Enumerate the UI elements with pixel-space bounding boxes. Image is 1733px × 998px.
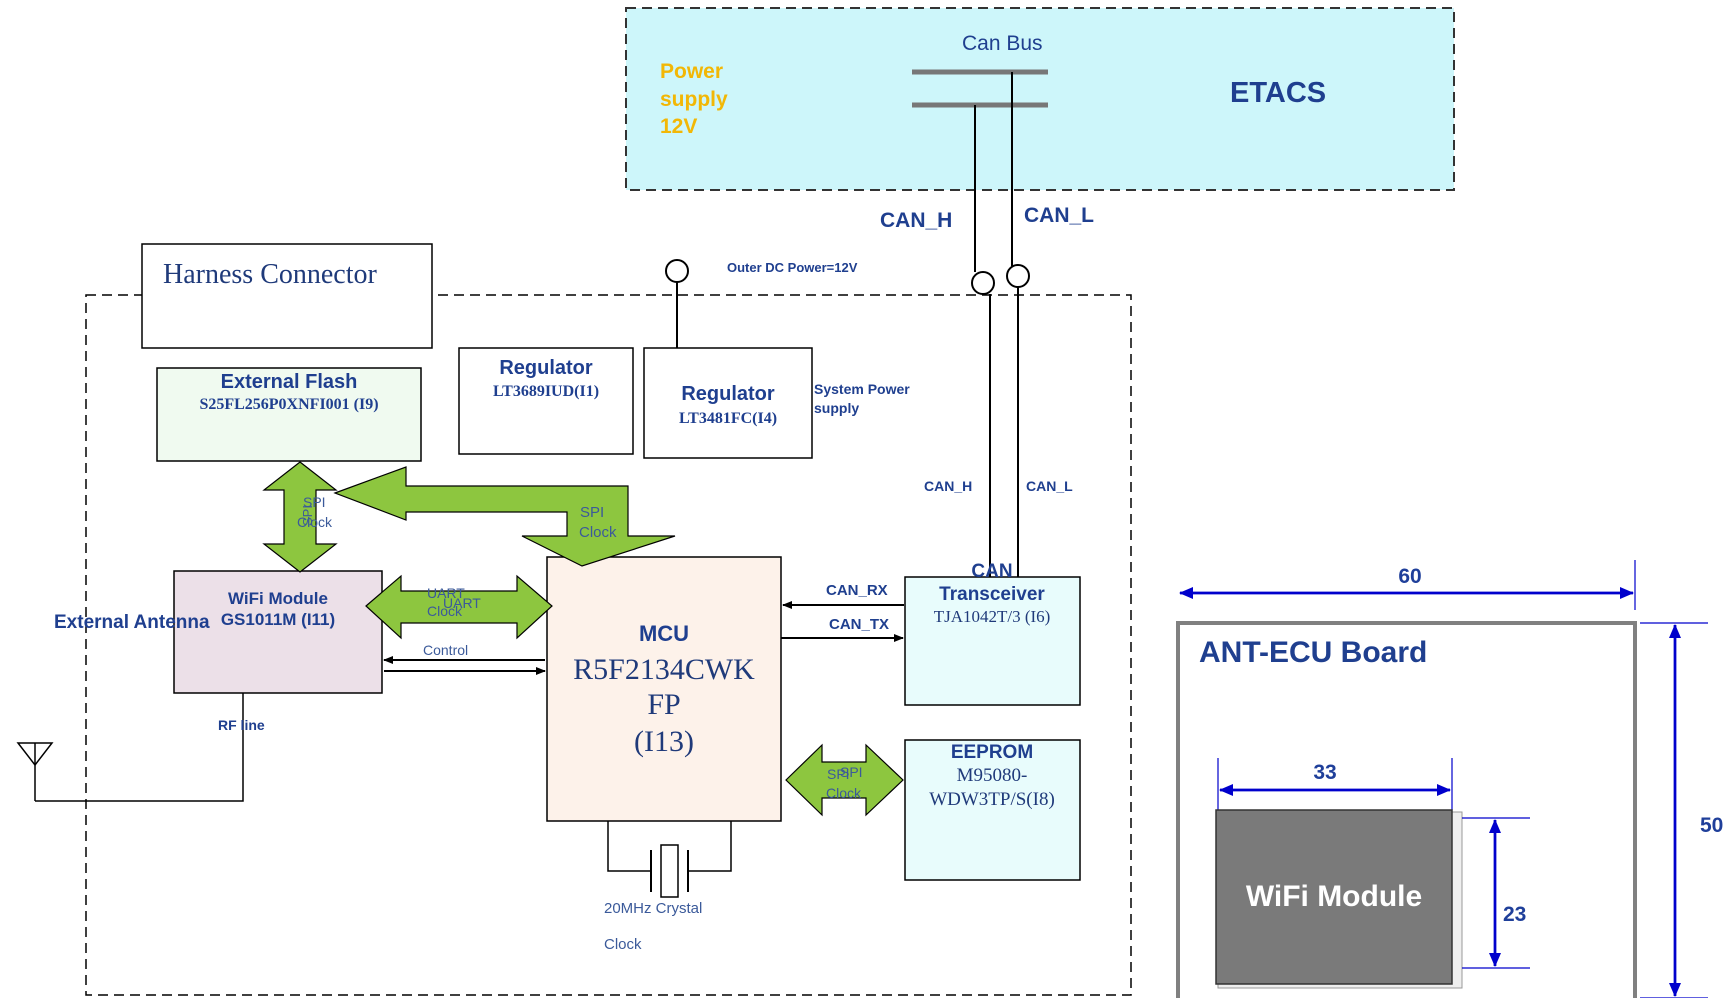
- board-width-label: 60: [1398, 565, 1421, 588]
- can-rxtx-lines: CAN_RX CAN_TX: [781, 582, 904, 642]
- harness-connector: Harness Connector: [141, 243, 433, 349]
- wifi-module-block: WiFi Module GS1011M (I11): [173, 570, 383, 694]
- regulator-2-box: [643, 347, 813, 459]
- antenna: RF line External Antenna: [16, 612, 265, 802]
- wifi-module-title: WiFi Module: [228, 589, 328, 608]
- harness-connector-box: [141, 243, 433, 349]
- uart-arrow: UART UART Clock: [365, 574, 553, 640]
- wifi-module-part: GS1011M (I11): [221, 610, 335, 629]
- can-l-outer-label: CAN_L: [1024, 204, 1094, 227]
- crystal-label-1: 20MHz Crystal: [604, 900, 702, 917]
- regulator-1-block: Regulator LT3689IUD(I1): [458, 347, 634, 455]
- mcu-part-line-2: FP: [647, 688, 680, 721]
- spi-eeprom-double-arrow: [785, 743, 904, 817]
- can-bus-label: Can Bus: [962, 32, 1043, 55]
- can-transceiver-block: CAN Transceiver TJA1042T/3 (I6): [904, 561, 1081, 706]
- external-flash-block: External Flash S25FL256P0XNFI001 (I9): [156, 367, 422, 462]
- eeprom-box: [904, 739, 1081, 881]
- spi-eeprom-label-2: Clock: [826, 785, 862, 801]
- spi-mcu-label-1: SPI: [580, 504, 604, 521]
- mcu-part-line-3: (I13): [634, 725, 694, 758]
- outer-dc-power: Outer DC Power=12V: [665, 259, 858, 348]
- etacs-box: [625, 7, 1455, 191]
- harness-connector-label: Harness Connector: [163, 259, 378, 290]
- etacs-title: ETACS: [1230, 77, 1326, 109]
- board-title: ANT-ECU Board: [1199, 636, 1427, 669]
- regulator-2-block: Regulator LT3481FC(I4): [643, 347, 813, 459]
- crystal-wire-right: [689, 821, 732, 872]
- spi-mcu-label-2: Clock: [579, 524, 617, 541]
- spi-mcu-bent-arrow: [333, 466, 676, 567]
- can-transceiver-box: [904, 576, 1081, 706]
- can-l-inner-label: CAN_L: [1026, 478, 1073, 494]
- crystal-wire-left: [607, 821, 650, 872]
- can-h-inner-label: CAN_H: [924, 478, 972, 494]
- can-transceiver-title-2: Transceiver: [939, 584, 1045, 605]
- can-transceiver-title-1: CAN: [971, 561, 1012, 582]
- mcu-title: MCU: [639, 621, 689, 646]
- spi-eeprom-arrow: SPI SPI Clock: [785, 743, 904, 817]
- etacs-region: Power supply 12V Can Bus ETACS: [625, 7, 1455, 191]
- can-bus-wires: CAN_H CAN_L CAN_H CAN_L: [880, 72, 1094, 577]
- external-antenna-label: External Antenna: [54, 612, 210, 633]
- regulator-2-part: LT3481FC(I4): [679, 410, 777, 427]
- eeprom-part-line-1: M95080-: [957, 765, 1028, 786]
- spi-flash-label-1: SPI: [303, 494, 326, 510]
- eeprom-part-line-2: WDW3TP/S(I8): [929, 789, 1055, 810]
- can-rx-label: CAN_RX: [826, 582, 888, 599]
- crystal: 20MHz Crystal Clock: [604, 821, 732, 953]
- spi-eeprom-label-1: SPI: [827, 766, 850, 782]
- spi-flash-overlap: SPI: [300, 505, 315, 526]
- power-supply-line-3: 12V: [660, 115, 697, 138]
- crystal-body: [660, 844, 679, 898]
- spi-flash-double-arrow: [262, 461, 338, 573]
- board-height-label: 50: [1700, 814, 1723, 837]
- eeprom-title: EEPROM: [951, 742, 1033, 763]
- regulator-1-title: Regulator: [499, 357, 593, 379]
- can-transceiver-part: TJA1042T/3 (I6): [934, 607, 1051, 626]
- uart-label-1: UART: [427, 585, 465, 601]
- crystal-label-2: Clock: [604, 936, 642, 953]
- can-l-terminal: [1006, 264, 1030, 288]
- eeprom-block: EEPROM M95080- WDW3TP/S(I8): [904, 739, 1081, 881]
- module-box: [1215, 809, 1453, 985]
- module-height-label: 23: [1503, 903, 1526, 926]
- module-width-label: 33: [1313, 761, 1336, 784]
- mcu-part-line-1: R5F2134CWK: [573, 653, 755, 686]
- external-flash-part: S25FL256P0XNFI001 (I9): [199, 396, 378, 413]
- uart-label-2: Clock: [427, 603, 463, 619]
- outer-dc-power-label: Outer DC Power=12V: [727, 260, 858, 275]
- system-power-line-2: supply: [814, 400, 859, 416]
- uart-overlap: UART: [443, 595, 481, 611]
- can-h-outer-label: CAN_H: [880, 209, 952, 232]
- power-terminal: [665, 259, 689, 283]
- spi-eeprom-overlap: SPI: [840, 764, 863, 780]
- can-tx-label: CAN_TX: [829, 616, 889, 633]
- control-lines: Control: [383, 642, 546, 675]
- rf-line: [35, 693, 244, 802]
- spi-flash-label-2: Clock: [297, 514, 333, 530]
- external-flash-box: [156, 367, 422, 462]
- spi-flash-arrow: SPI Clock SPI: [262, 461, 338, 573]
- power-supply-line-1: Power: [660, 60, 723, 83]
- regulator-1-part: LT3689IUD(I1): [493, 383, 599, 400]
- control-label: Control: [423, 642, 468, 658]
- spi-mcu-arrow: SPI Clock: [333, 466, 676, 567]
- board-outline: 60 ANT-ECU Board 50 33 WiFi Module 23: [1176, 560, 1723, 998]
- regulator-1-box: [458, 347, 634, 455]
- module-label: WiFi Module: [1246, 880, 1422, 913]
- wifi-module-box: [173, 570, 383, 694]
- ecu-boundary: [85, 294, 1132, 996]
- power-supply-line-2: supply: [660, 88, 728, 111]
- regulator-2-title: Regulator: [681, 383, 775, 405]
- system-power-line-1: System Power: [814, 381, 910, 397]
- uart-double-arrow: [365, 574, 553, 640]
- mcu-box: [546, 556, 782, 822]
- rf-line-label: RF line: [218, 717, 265, 733]
- external-flash-title: External Flash: [221, 371, 358, 393]
- mcu-block: MCU R5F2134CWK FP (I13): [546, 556, 782, 822]
- can-h-terminal: [971, 271, 995, 295]
